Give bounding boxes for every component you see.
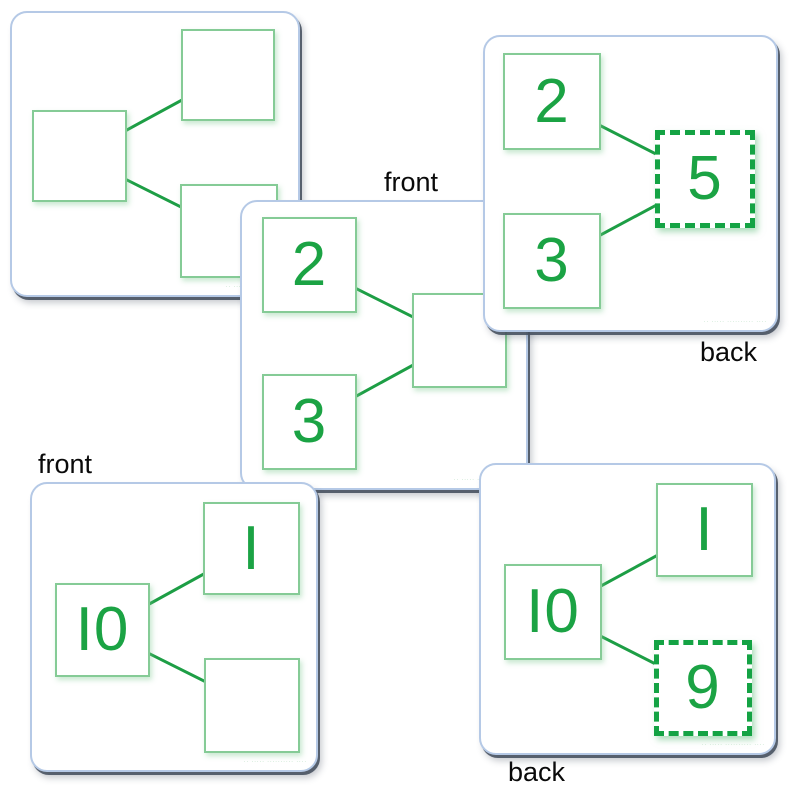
digit-value: 3: [291, 387, 328, 456]
part-number-box-top: 2: [262, 217, 357, 313]
side-label-front-bottom-left: front: [38, 449, 93, 479]
part-number-box-bottom: 3: [503, 213, 601, 309]
part-number-box-top: 2: [503, 53, 601, 150]
whole-number-box: [32, 110, 127, 202]
digit-value: 2: [291, 230, 328, 299]
side-label-back-bottom-right: back: [508, 757, 566, 787]
digit-value: 5: [687, 144, 723, 213]
digit-value: I: [695, 495, 714, 564]
digit-value: I: [242, 513, 261, 583]
side-label-front-middle: front: [384, 167, 439, 197]
part-number-box-top: [181, 29, 275, 121]
fine-print-text: ·· ····· ·········· ····: [243, 759, 307, 765]
digit-value: I0: [526, 577, 580, 646]
number-bond-card-front-10-1: I0 I ·· ····· ·········· ····: [30, 482, 318, 772]
digit-value: 3: [534, 226, 570, 295]
part-number-box-bottom: [204, 658, 300, 753]
fine-print-text: ·· ····· ·········· ····: [701, 742, 765, 748]
number-bond-card-back-10-1-9: I0 I 9 ·· ····· ·········· ····: [479, 463, 776, 755]
number-bond-card-front-2-3: 2 3 ·· ····· ·········· ····: [240, 200, 528, 490]
digit-value: I0: [75, 595, 130, 664]
whole-number-box: I0: [504, 564, 602, 660]
part-number-box-top: I: [656, 483, 753, 577]
side-label-back-top-right: back: [700, 337, 758, 367]
part-number-box-top: I: [203, 502, 300, 595]
digit-value: 9: [685, 653, 721, 722]
answer-dashed-box: 5: [655, 130, 755, 228]
part-number-box-bottom: 3: [262, 374, 357, 470]
number-bond-card-back-2-3-5: 2 3 5 ·· ····· ·········· ····: [483, 35, 778, 332]
fine-print-text: ·· ····· ·········· ····: [703, 319, 767, 325]
digit-value: 2: [534, 66, 570, 136]
whole-number-box: I0: [55, 583, 150, 677]
answer-dashed-box: 9: [654, 640, 752, 736]
